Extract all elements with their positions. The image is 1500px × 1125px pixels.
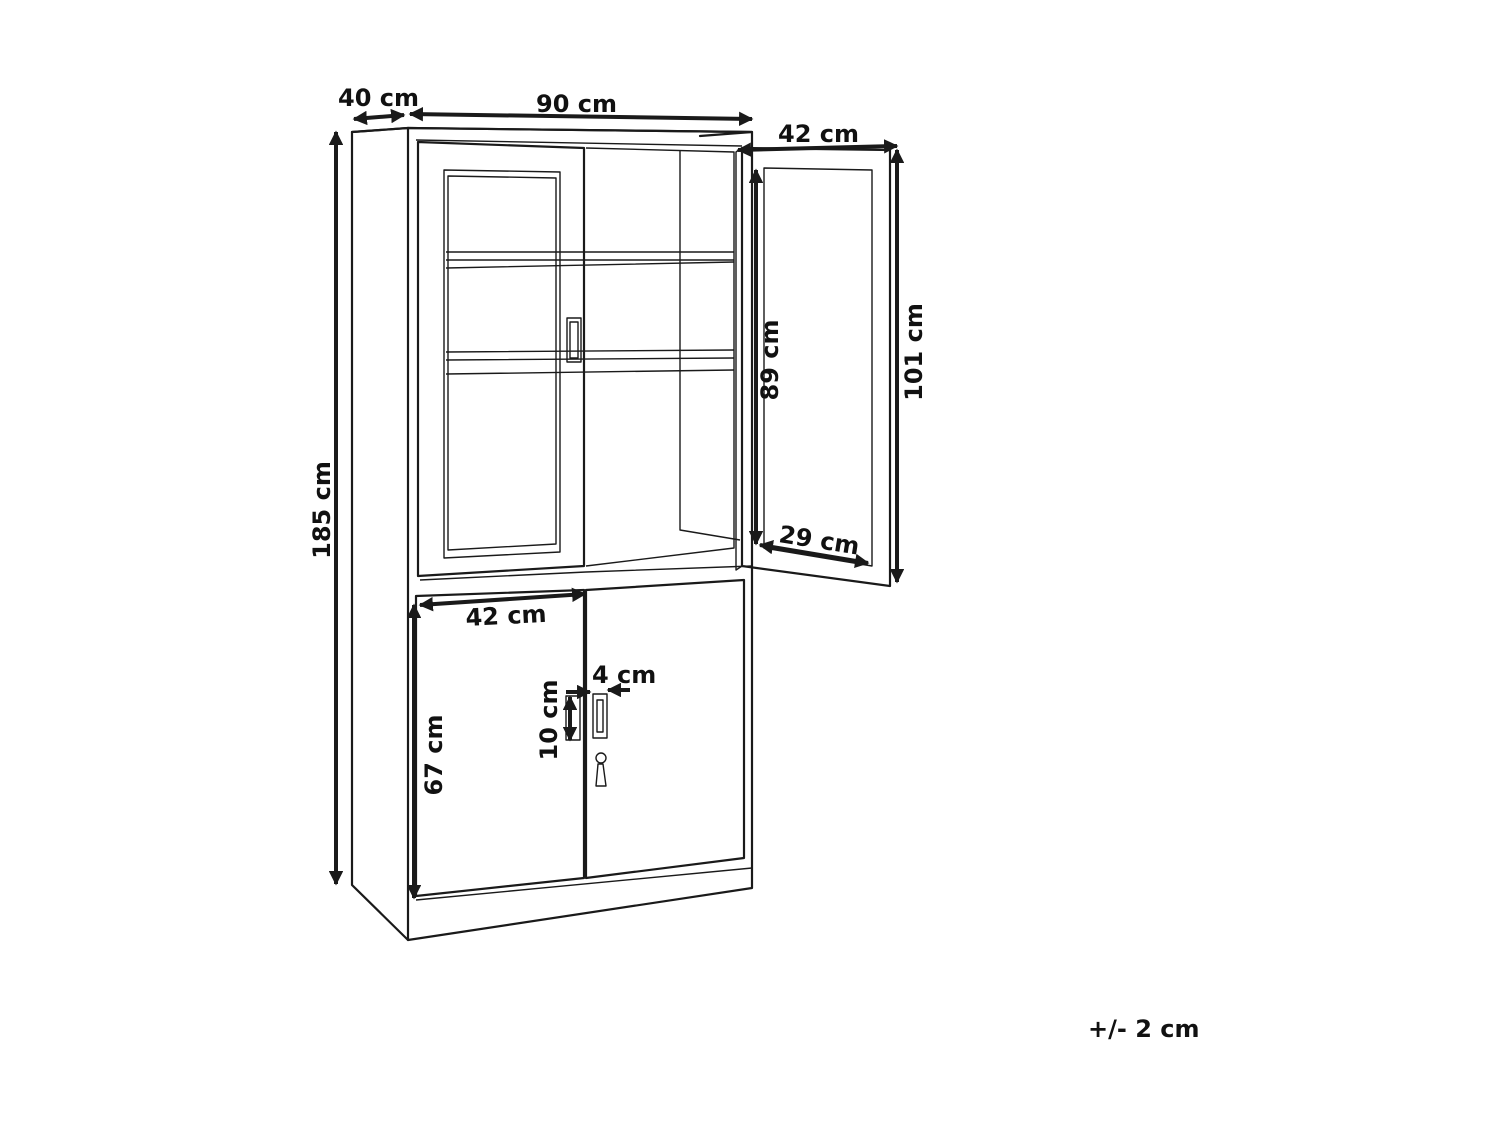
shelf-upper [445, 251, 735, 269]
side-panel [350, 126, 410, 942]
upper-bottom-rail [419, 565, 753, 581]
lock-key-icon [595, 752, 607, 787]
front-inner-top [415, 139, 743, 147]
width-label: 90 cm [536, 90, 617, 118]
interior-back-edge [679, 150, 741, 541]
shelf-lower [445, 349, 735, 375]
door-handle-upper [566, 317, 582, 363]
door-width-top-label: 42 cm [778, 120, 859, 148]
door-handle-lower-right [592, 693, 608, 739]
glass-width-arrow [758, 540, 870, 568]
door-width-bottom-label: 42 cm [465, 600, 547, 632]
door-width-bottom-arrow [418, 587, 587, 612]
height-total-label: 185 cm [308, 461, 336, 559]
glass-door-left [416, 140, 586, 578]
lower-door-right [584, 578, 746, 880]
dimension-arrows [328, 106, 905, 900]
handle-width-label: 4 cm [592, 661, 656, 689]
depth-arrow [352, 108, 406, 126]
plinth-line [415, 867, 753, 901]
tolerance-note: +/- 2 cm [1088, 1015, 1199, 1043]
glass-door-left-frame [416, 140, 586, 578]
door-width-top-arrow [736, 139, 899, 157]
door-height-top-label: 101 cm [900, 303, 928, 401]
glass-width-label: 29 cm [777, 520, 861, 560]
interior-opening [585, 147, 735, 567]
handle-height-label: 10 cm [535, 680, 563, 761]
bottom-height-label: 67 cm [420, 715, 448, 796]
depth-label: 40 cm [338, 84, 419, 112]
dimension-labels: 40 cm 90 cm 42 cm 185 cm 89 cm 101 cm 29… [308, 84, 928, 796]
upper-compartment [419, 147, 753, 581]
glass-pane-right [763, 167, 873, 567]
glass-height-label: 89 cm [756, 320, 784, 401]
width-arrow [408, 106, 754, 127]
glass-pane-left [443, 169, 561, 559]
